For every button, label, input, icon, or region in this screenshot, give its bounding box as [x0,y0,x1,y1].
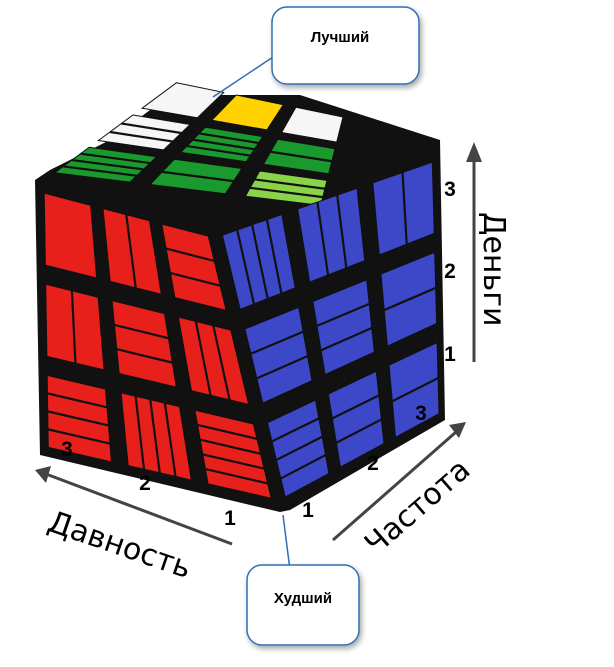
top-face-divider [109,130,173,143]
callout-best-box [271,6,420,85]
side-face-divider [265,219,283,294]
top-face-divider [199,132,259,145]
side-face-divider [391,377,439,403]
callout-worst-box [246,564,360,646]
front-face-sticker [102,207,162,295]
front-face-divider [125,214,137,288]
front-face-divider [202,453,265,470]
front-face-divider [194,321,212,396]
front-face-sticker [161,223,227,312]
side-face-divider [316,302,370,327]
top-face-sticker [140,82,225,119]
frequency-axis-arrowhead [449,422,466,438]
front-face-sticker [43,192,98,279]
top-face-divider [121,122,182,135]
side-face-divider [275,435,323,461]
front-face-sticker [177,316,250,405]
top-face-divider [254,178,326,190]
money-axis: Деньги 1 2 3 [444,142,511,366]
frequency-tick-1: 1 [302,499,314,522]
front-face-sticker [45,283,105,371]
top-face-divider [162,170,234,183]
cube [35,82,445,512]
front-face-divider [134,396,146,470]
cube-front-face [43,192,272,499]
top-face-divider [71,158,144,171]
front-face-divider [47,392,108,409]
front-face-divider [170,272,221,287]
top-face-divider [63,165,137,177]
front-face-divider [199,438,261,455]
callout-worst-pointer [282,514,291,571]
front-face-divider [163,402,177,477]
money-tick-3: 3 [444,178,456,201]
frequency-tick-2: 2 [367,452,379,475]
front-face-divider [197,423,258,440]
side-face-divider [336,195,348,268]
top-face-divider [80,152,151,165]
side-face-sticker [221,213,296,310]
side-face-sticker [372,161,435,256]
front-face-divider [205,468,268,485]
side-face-divider [271,417,320,443]
frequency-axis-line [332,430,457,542]
top-face-sticker [210,94,285,131]
money-tick-2: 2 [444,260,456,283]
side-face-divider [335,418,382,444]
side-face-divider [280,454,327,480]
front-face-divider [149,399,161,473]
front-face-divider [47,410,109,427]
side-face-divider [250,330,304,355]
callout-best-pointer [212,54,277,98]
money-tick-1: 1 [444,343,456,366]
side-face-divider [250,224,269,299]
cube-side-face [221,161,440,498]
side-face-divider [383,286,437,312]
callout-best-label: Лучший [311,29,370,46]
money-axis-label: Деньги [476,212,511,326]
recency-axis-arrowhead [35,466,51,483]
side-face-divider [401,172,408,245]
callout-worst: Худший [246,514,360,646]
top-face-divider [186,145,251,157]
side-face-divider [316,201,330,276]
front-face-sticker [194,409,272,499]
front-face-divider [70,290,77,364]
recency-tick-1: 1 [224,507,236,530]
front-face-divider [116,348,173,364]
top-face-divider [250,186,323,199]
recency-tick-2: 2 [139,472,151,495]
side-face-divider [320,326,373,352]
front-face-divider [114,323,169,340]
top-face-divider [270,150,333,163]
callout-worst-label: Худший [274,590,332,607]
top-face-sticker [280,106,344,143]
callout-best: Лучший [212,6,420,98]
money-axis-arrowhead [466,142,482,162]
recency-axis-label: Давность [43,504,195,586]
front-face-divider [212,325,231,401]
front-face-divider [165,247,215,263]
top-face-divider [192,138,255,151]
side-face-divider [236,229,255,305]
cube-top-face [53,82,344,206]
recency-axis-line [45,472,233,546]
frequency-tick-3: 3 [415,402,427,425]
side-face-sticker [297,187,366,283]
side-face-divider [331,394,380,420]
front-face-divider [47,428,111,445]
side-face-divider [256,355,308,380]
recency-tick-3: 3 [61,438,73,461]
